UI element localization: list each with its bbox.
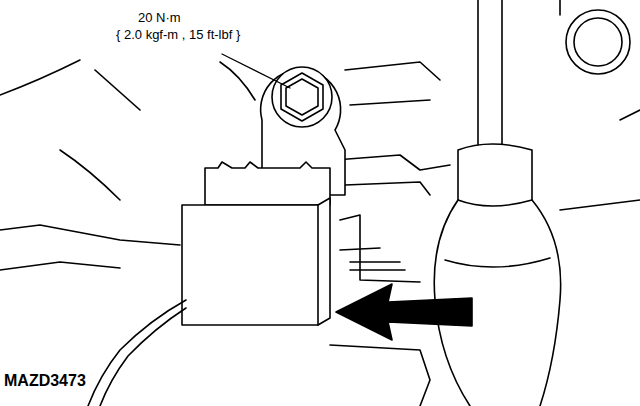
housing-line <box>0 60 80 95</box>
housing-line <box>0 225 180 245</box>
housing-line <box>0 262 120 270</box>
bolt-head <box>286 79 318 115</box>
housing-line <box>340 215 420 282</box>
housing-line <box>335 155 450 170</box>
housing-line <box>340 248 405 270</box>
housing-line <box>560 0 640 210</box>
housing-line <box>60 150 120 200</box>
housing-boss <box>566 10 630 74</box>
housing-boss <box>574 18 622 66</box>
bolt-washer <box>272 67 332 127</box>
sensor-top <box>205 162 330 205</box>
torque-value: { 2.0 kgf-m , 15 ft-lbf } <box>116 27 240 42</box>
leader-line <box>222 54 290 88</box>
bolt-head <box>281 73 323 121</box>
shift-rod <box>478 0 502 145</box>
sensor-wire <box>88 300 186 406</box>
housing-line <box>345 182 430 195</box>
housing-line <box>345 62 440 80</box>
torque-value: 20 N·m <box>138 10 181 25</box>
rod-boot <box>445 258 550 267</box>
rod-boot <box>532 200 561 406</box>
housing-line <box>95 70 140 110</box>
sensor-edge <box>317 205 319 325</box>
figure-code: MAZD3473 <box>4 372 86 390</box>
indicator-arrow <box>336 284 472 340</box>
sensor-wire <box>100 308 186 406</box>
housing-line <box>350 100 430 105</box>
housing-line <box>330 345 430 406</box>
sensor-body <box>182 198 330 325</box>
rod-boot <box>458 144 532 206</box>
